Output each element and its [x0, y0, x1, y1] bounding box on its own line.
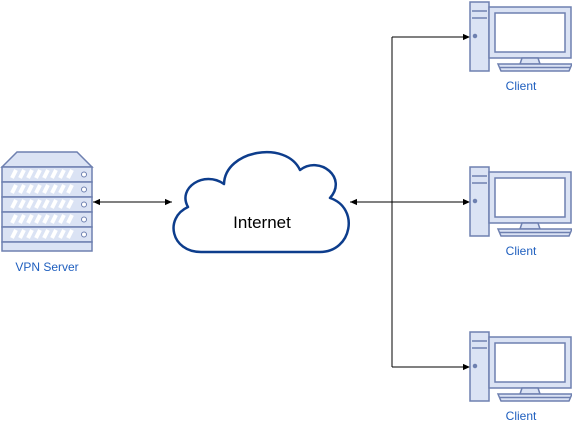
client-1-label: Client [506, 79, 537, 93]
vpn-server-node: VPN Server [0, 151, 94, 274]
desktop-computer-icon [469, 166, 572, 237]
client-3-label: Client [506, 409, 537, 423]
client-3-node: Client [469, 331, 572, 423]
desktop-computer-icon [469, 1, 572, 72]
internet-node: Internet [172, 150, 350, 254]
desktop-computer-icon [469, 331, 572, 402]
client-1-node: Client [469, 1, 572, 93]
server-rack-icon [0, 151, 94, 252]
cloud-icon [172, 150, 350, 254]
internet-label: Internet [233, 213, 291, 232]
client-2-node: Client [469, 166, 572, 258]
vpn-server-label: VPN Server [15, 260, 78, 274]
connectors [93, 33, 470, 371]
client-2-label: Client [506, 244, 537, 258]
